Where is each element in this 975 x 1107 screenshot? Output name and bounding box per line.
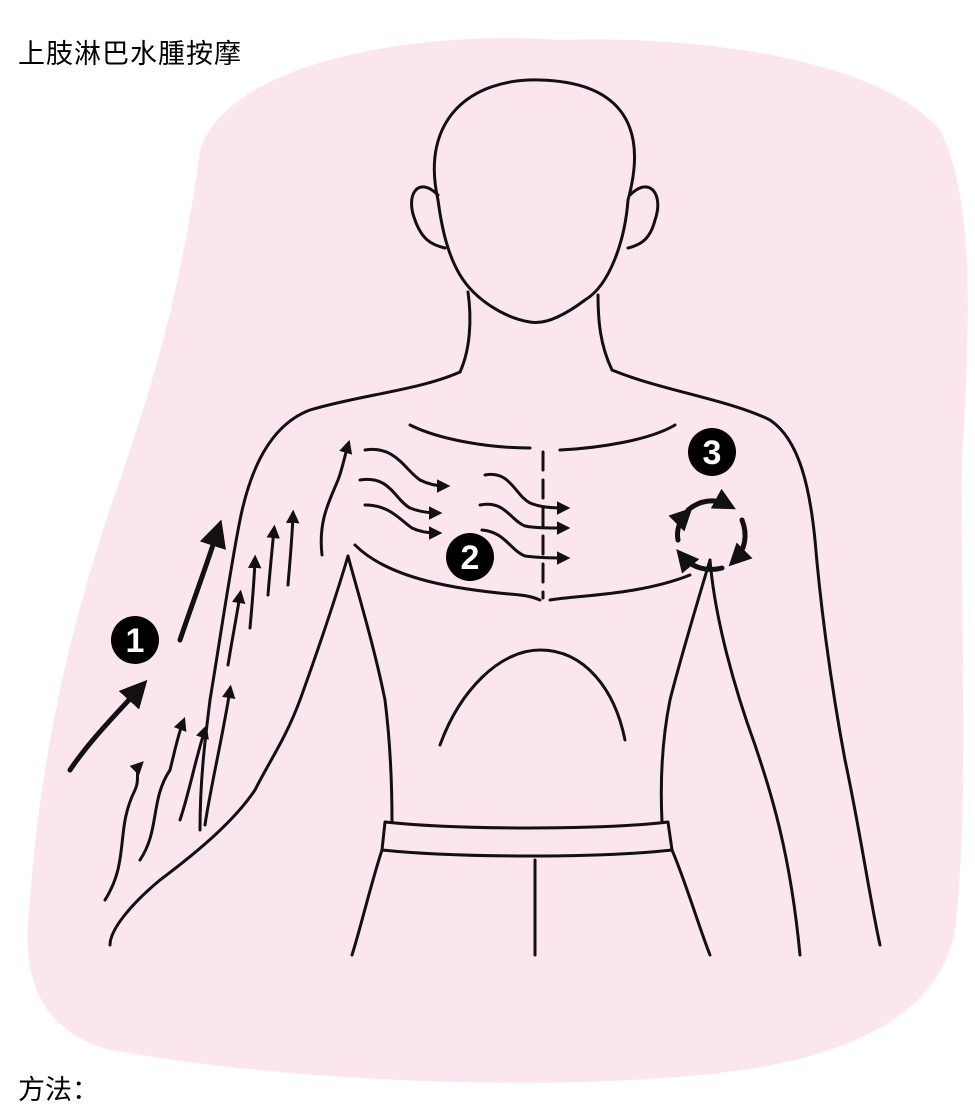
step-badge-2: 2: [446, 533, 494, 581]
step-badge-2-label: 2: [461, 539, 480, 577]
step-badge-3: 3: [688, 428, 736, 476]
method-heading: 方法：: [18, 1068, 99, 1107]
background-blob: [28, 38, 968, 1083]
step-badge-1-label: 1: [126, 622, 145, 660]
diagram-title: 上肢淋巴水腫按摩: [18, 32, 242, 71]
step-badge-3-label: 3: [703, 434, 722, 472]
step-badge-1: 1: [111, 616, 159, 664]
